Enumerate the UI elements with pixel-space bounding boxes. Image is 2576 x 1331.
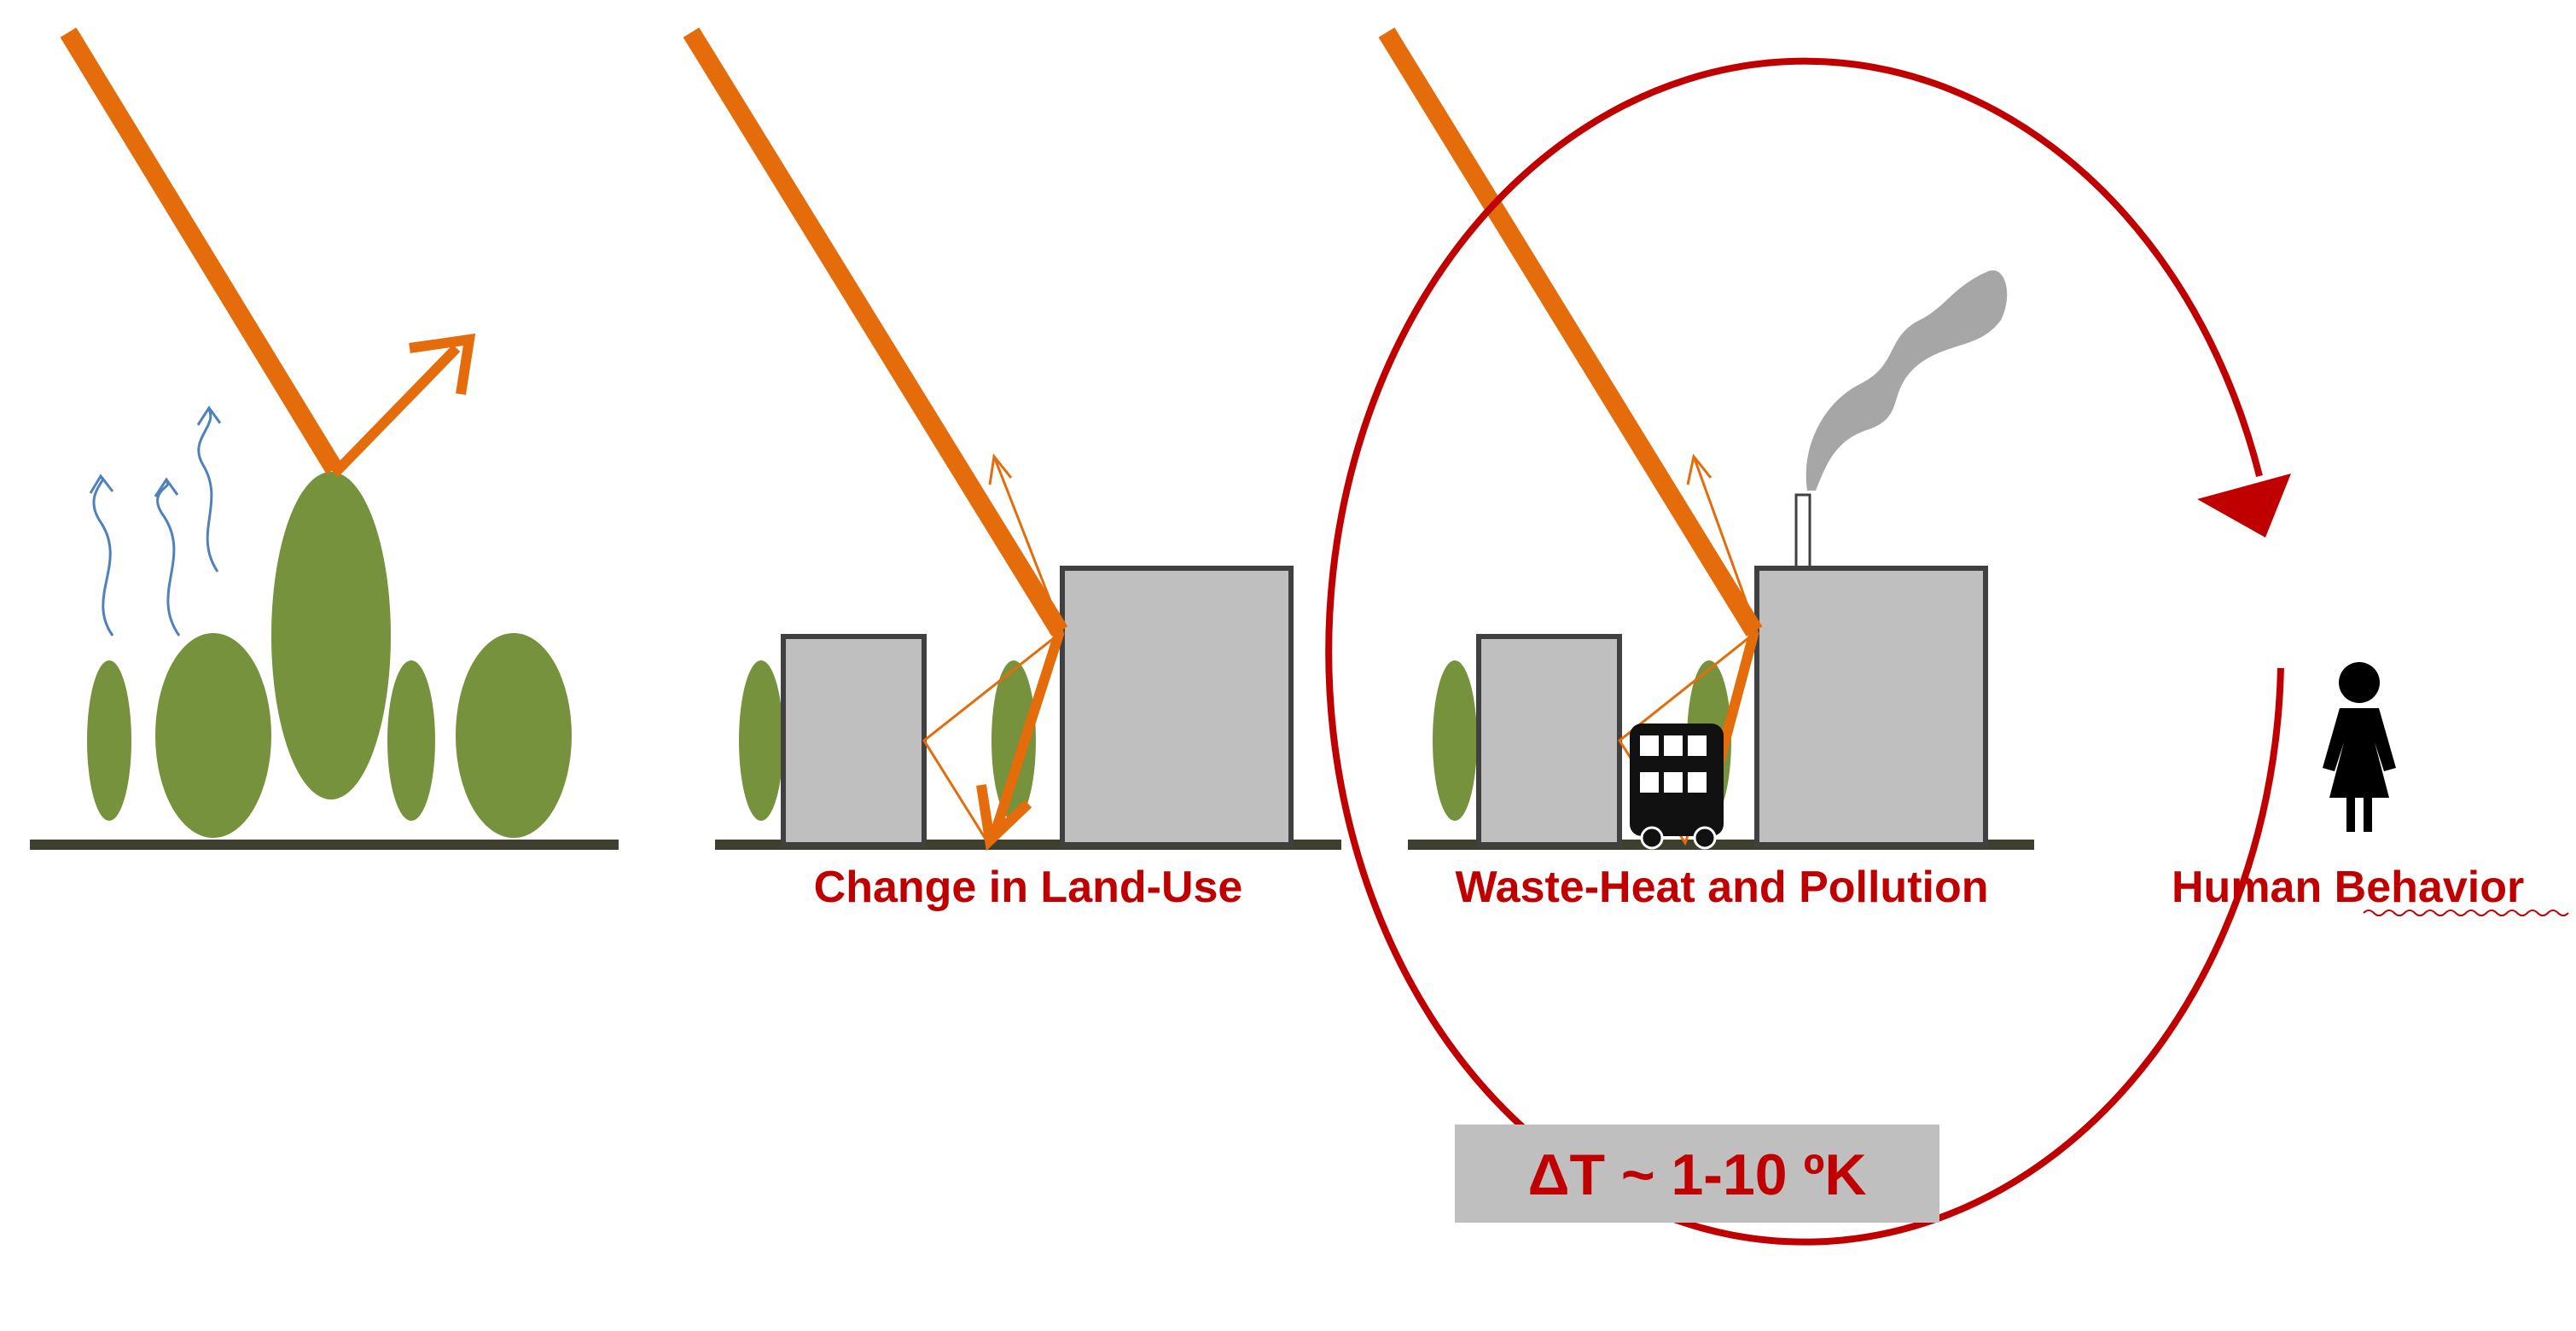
incoming-sunray — [691, 32, 1060, 631]
tree — [271, 472, 391, 799]
tree — [155, 633, 271, 838]
tree — [456, 633, 572, 838]
chimney — [1796, 495, 1810, 568]
panel-waste-heat: Waste-Heat and Pollution — [1387, 32, 2034, 912]
incoming-sunray — [1387, 32, 1754, 631]
building-large — [1757, 568, 1986, 845]
tree — [87, 660, 131, 821]
tree — [739, 660, 783, 821]
reflected-ray — [334, 348, 456, 474]
building-large — [1062, 568, 1291, 845]
evaporation-arrow — [199, 410, 218, 572]
panel-land-use: Change in Land-Use — [691, 32, 1341, 912]
tree — [1433, 660, 1477, 821]
panel-natural — [30, 32, 619, 845]
building-small — [783, 636, 924, 845]
label-human-behavior: Human Behavior — [2172, 863, 2524, 912]
delta-t-value: ΔT ~ 1-10 ºK — [1528, 1142, 1867, 1207]
smoke-icon — [1806, 270, 2008, 491]
delta-t-box: ΔT ~ 1-10 ºK — [1455, 1125, 1939, 1223]
label-land-use: Change in Land-Use — [814, 863, 1243, 912]
tree — [387, 660, 435, 821]
evaporation-arrow-head — [90, 476, 113, 493]
building-small — [1479, 636, 1619, 845]
label-waste-heat: Waste-Heat and Pollution — [1456, 863, 1989, 912]
evaporation-arrow — [158, 482, 179, 636]
evaporation-arrow — [94, 478, 113, 636]
incoming-sunray — [68, 32, 334, 469]
feedback-cycle-arrowhead — [2197, 474, 2291, 538]
bus-icon — [1630, 724, 1724, 848]
person-icon — [2323, 662, 2396, 832]
panel-human-behavior: Human Behavior — [2172, 662, 2568, 915]
